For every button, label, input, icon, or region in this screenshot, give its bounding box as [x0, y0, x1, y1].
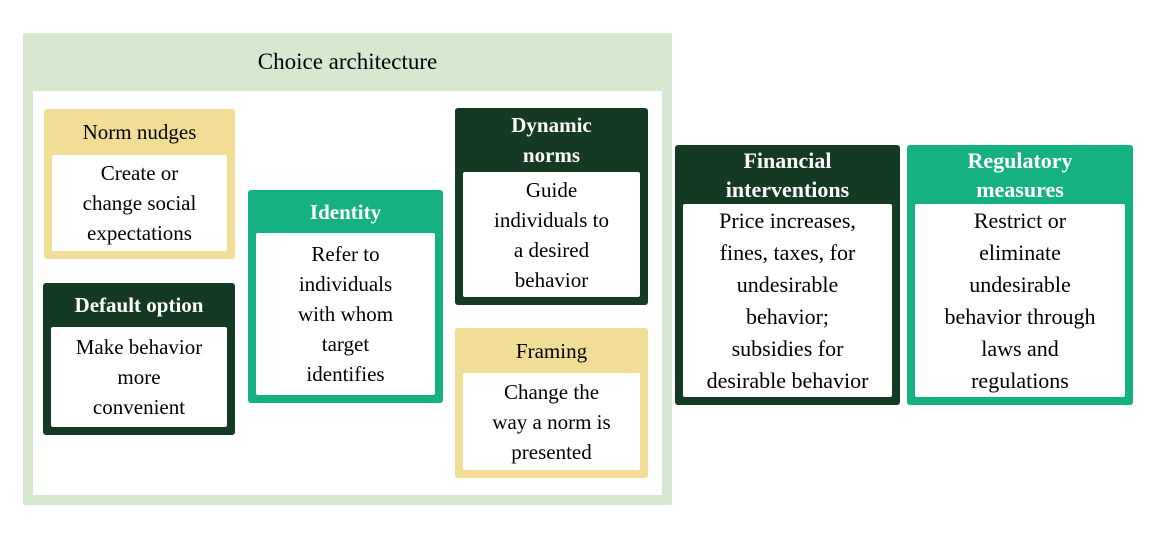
card-norm-nudges-description: Create or change social expectations	[52, 155, 227, 251]
card-financial-interventions-title: Financial interventions	[725, 147, 850, 202]
card-identity-description: Refer to individuals with whom target id…	[256, 233, 435, 395]
card-framing-description: Change the way a norm is presented	[463, 373, 640, 470]
card-default-option-title: Default option	[74, 293, 204, 317]
card-regulatory-measures: Regulatory measures Restrict or eliminat…	[907, 145, 1133, 405]
card-default-option-description: Make behavior more convenient	[51, 327, 227, 427]
card-identity-title: Identity	[309, 199, 382, 224]
card-framing: Framing Change the way a norm is present…	[455, 328, 648, 478]
card-regulatory-measures-title: Regulatory measures	[967, 147, 1073, 202]
card-identity: Identity Refer to individuals with whom …	[248, 190, 443, 403]
card-dynamic-norms-title: Dynamic norms	[511, 113, 592, 167]
card-regulatory-measures-description: Restrict or eliminate undesirable behavi…	[915, 204, 1125, 397]
card-dynamic-norms-description: Guide individuals to a desired behavior	[463, 172, 640, 297]
card-norm-nudges: Norm nudges Create or change social expe…	[44, 109, 235, 259]
card-dynamic-norms: Dynamic norms Guide individuals to a des…	[455, 108, 648, 305]
choice-architecture-title: Choice architecture	[257, 49, 438, 74]
card-framing-title: Framing	[515, 338, 588, 363]
choice-architecture-group: Choice architecture Norm nudges Create o…	[23, 33, 672, 505]
card-financial-interventions-description: Price increases, fines, taxes, for undes…	[683, 204, 892, 397]
card-financial-interventions: Financial interventions Price increases,…	[675, 145, 900, 405]
card-default-option: Default option Make behavior more conven…	[43, 283, 235, 435]
card-norm-nudges-title: Norm nudges	[82, 120, 197, 144]
